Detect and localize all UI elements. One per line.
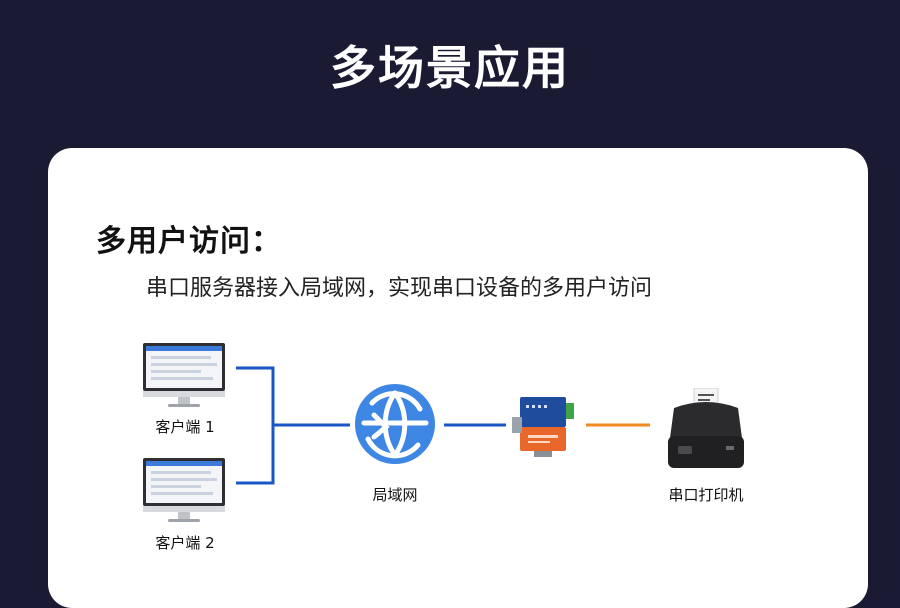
- printer-label: 串口打印机: [668, 486, 744, 504]
- serial-server-device-icon: [512, 397, 574, 457]
- page-title: 多场景应用: [330, 41, 570, 95]
- client2-link: [236, 425, 275, 485]
- receipt-printer-icon: [668, 388, 744, 468]
- section-heading: 多用户访问：: [96, 224, 282, 259]
- section-description: 串口服务器接入局域网，实现串口设备的多用户访问: [146, 276, 653, 301]
- client1-label: 客户端 1: [155, 418, 215, 436]
- client2-label: 客户端 2: [155, 534, 215, 552]
- connection-lines: [236, 366, 650, 485]
- globe-network-icon: [355, 384, 435, 464]
- lan-label: 局域网: [372, 486, 418, 504]
- client1-link: [236, 366, 350, 427]
